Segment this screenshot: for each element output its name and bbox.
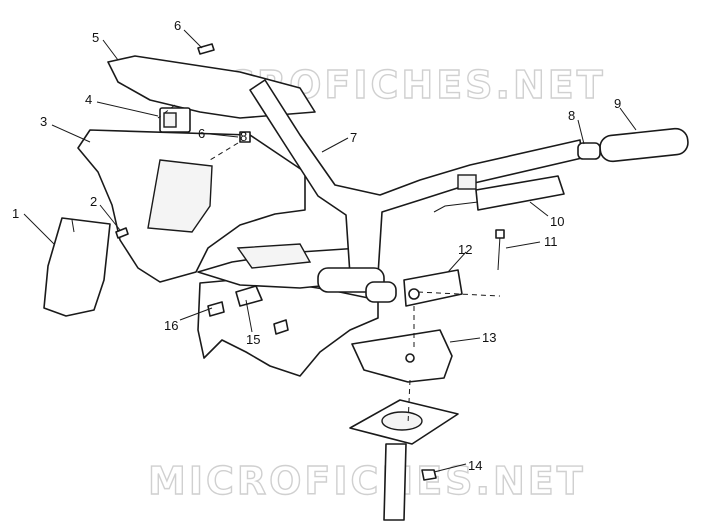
nut-14 [421,469,437,481]
bushing-8 [577,142,601,160]
fastener-16 [207,301,225,317]
callout-15: 15 [246,332,260,347]
fastener-15 [235,285,263,307]
callout-3: 3 [40,114,47,129]
lower-clamp-hole [405,353,415,363]
callout-5: 5 [92,30,99,45]
bar-end-stub [365,281,397,303]
callout-2: 2 [90,194,97,209]
callout-9: 9 [614,96,621,111]
switch-rocker [163,112,177,128]
steering-post [383,443,407,521]
throttle-housing-10 [475,175,565,211]
clamp-hole [408,288,420,300]
throttle-lever [457,174,477,190]
callout-7: 7 [350,130,357,145]
callout-6-top: 6 [174,18,181,33]
callout-11: 11 [544,234,558,249]
watermark-bottom: MICROFICHES.NET [148,459,586,503]
fastener-small [273,319,289,335]
callout-14: 14 [468,458,482,473]
cover-opening [147,159,213,233]
cover-slot [236,243,312,269]
plate-opening [381,411,423,431]
callout-10: 10 [550,214,564,229]
handlebar-7 [249,79,583,276]
callout-13: 13 [482,330,496,345]
callout-1: 1 [12,206,19,221]
callout-16: 16 [164,318,178,333]
callout-8-right: 8 [568,108,575,123]
callout-4: 4 [85,92,92,107]
bolt-11 [497,235,501,271]
callout-12: 12 [458,242,472,257]
callout-8-left: 8 [240,129,247,144]
lower-clamp-13 [351,329,453,383]
hand-guard-1 [43,217,111,317]
screw-6-top [197,43,215,55]
screw-2 [115,227,129,239]
upper-clamp-12 [403,269,463,307]
callout-6-middle: 6 [198,126,205,141]
grip-9 [599,127,689,163]
screw-6-middle [239,131,251,143]
throttle-cable [433,201,479,213]
